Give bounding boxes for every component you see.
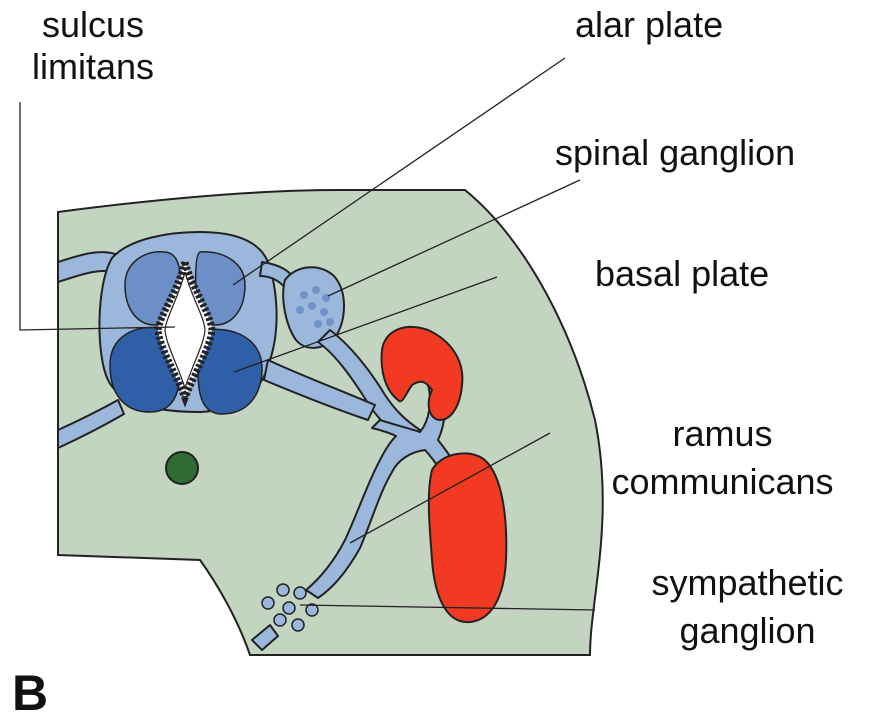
label-alar-plate: alar plate bbox=[575, 4, 723, 46]
label-ramus-communicans: ramus communicans bbox=[605, 413, 840, 503]
label-basal-plate: basal plate bbox=[595, 253, 769, 295]
panel-letter: B bbox=[12, 668, 48, 718]
label-spinal-ganglion: spinal ganglion bbox=[555, 132, 795, 174]
label-sulcus-limitans: sulcus limitans bbox=[18, 4, 168, 88]
label-sympathetic-line1: sympathetic bbox=[635, 562, 860, 604]
label-sulcus-line2: limitans bbox=[18, 46, 168, 88]
label-sympathetic-ganglion: sympathetic ganglion bbox=[635, 562, 860, 652]
label-sympathetic-line2: ganglion bbox=[635, 610, 860, 652]
label-ramus-line1: ramus bbox=[605, 413, 840, 455]
label-ramus-line2: communicans bbox=[605, 461, 840, 503]
label-sulcus-line1: sulcus bbox=[18, 4, 168, 46]
notochord bbox=[166, 452, 198, 484]
